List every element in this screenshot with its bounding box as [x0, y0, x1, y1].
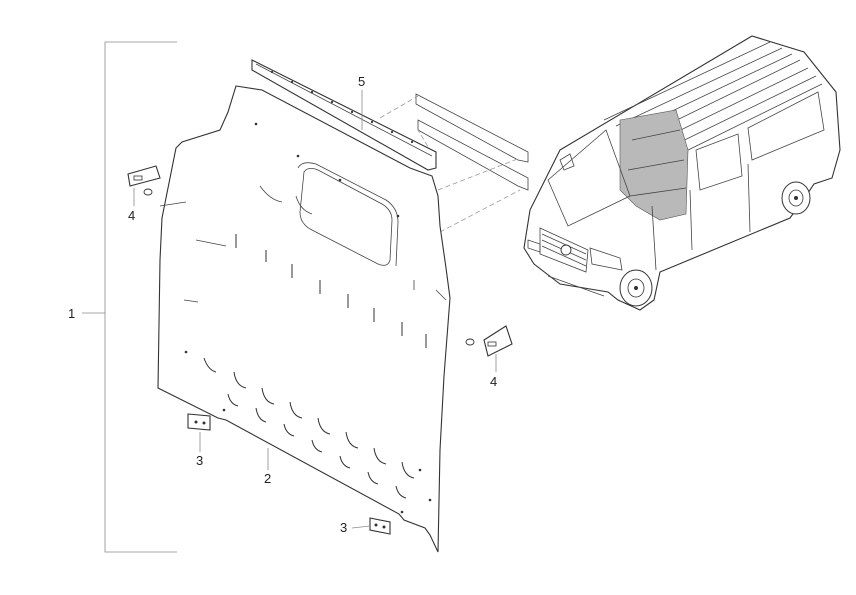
bracket-part-3-upper [187, 413, 211, 452]
van-illustration [523, 35, 841, 311]
reference-bars [379, 93, 529, 233]
front-wheel [619, 269, 653, 307]
rear-wheel [781, 181, 811, 215]
clip-part-4-left [127, 165, 161, 206]
callout-4-left: 4 [128, 208, 135, 223]
callout-3-lower: 3 [340, 520, 347, 535]
assembly-bracket [82, 41, 177, 553]
callout-1: 1 [68, 306, 75, 321]
callout-2: 2 [264, 471, 271, 486]
partition-panel-part-2 [157, 85, 451, 553]
bracket-part-3-lower [351, 517, 391, 535]
top-rail-part-5 [251, 59, 437, 171]
callout-4-right: 4 [490, 374, 497, 389]
clip-part-4-right [465, 325, 513, 372]
callout-3-upper: 3 [196, 453, 203, 468]
callout-5: 5 [358, 74, 365, 89]
